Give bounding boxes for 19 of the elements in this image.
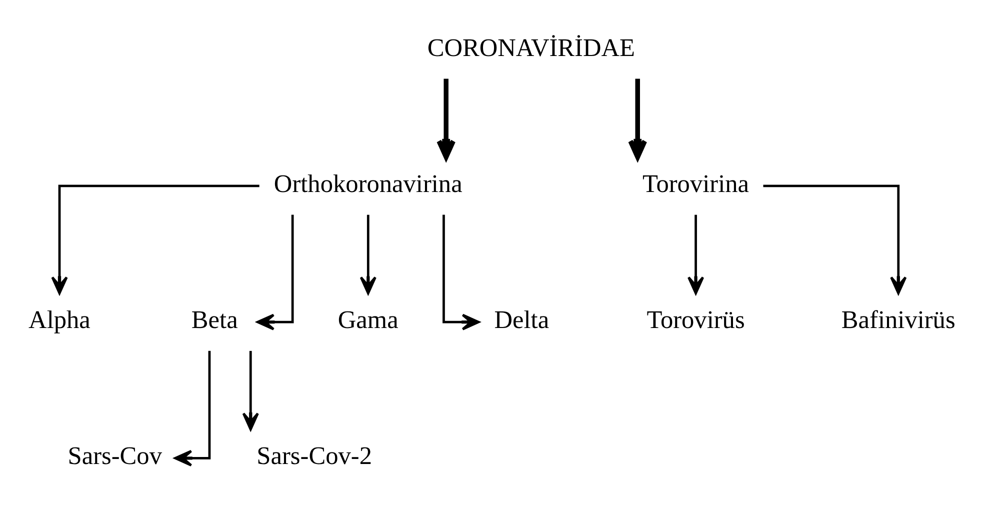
arrow bbox=[51, 184, 260, 294]
node-text: Torovirüs bbox=[646, 306, 745, 334]
arrow bbox=[174, 350, 211, 466]
node-text: Delta bbox=[494, 306, 550, 334]
node-text: Beta bbox=[191, 306, 238, 334]
arrow bbox=[442, 214, 480, 330]
node-text: Sars-Cov bbox=[68, 442, 162, 470]
node-text: Alpha bbox=[28, 306, 90, 334]
node-text: CORONAVİRİDAE bbox=[427, 34, 636, 62]
arrow bbox=[687, 214, 704, 294]
arrow bbox=[763, 184, 907, 294]
arrow bbox=[256, 214, 294, 330]
node-text: Sars-Cov-2 bbox=[256, 442, 372, 470]
arrow bbox=[360, 214, 376, 294]
node-text: Torovirina bbox=[642, 170, 750, 198]
node-text: Orthokoronavirina bbox=[274, 170, 462, 198]
node-text: Gama bbox=[338, 306, 398, 334]
arrow bbox=[242, 350, 259, 431]
node-text: Bafinivirüs bbox=[841, 306, 956, 334]
